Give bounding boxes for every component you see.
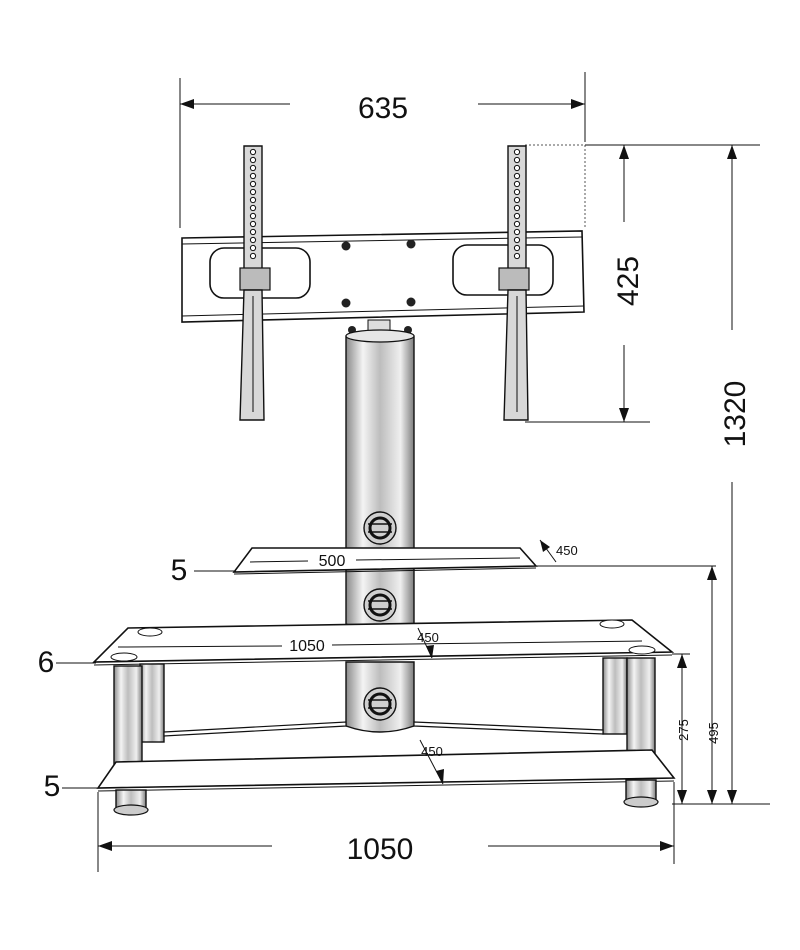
right-bracket-arm xyxy=(498,145,530,421)
total-height-label: 1320 xyxy=(719,381,752,448)
top-shelf-thickness-label: 5 xyxy=(171,554,188,587)
stand-feet xyxy=(113,779,659,816)
top-glass-shelf: 500 450 xyxy=(232,539,578,575)
top-shelf-thickness: 5 xyxy=(171,554,716,587)
bottom-shelf-depth-label: 450 xyxy=(421,744,443,759)
top-shelf-height-label: 495 xyxy=(706,722,721,744)
shelf-height-dimensions: 275 495 xyxy=(676,566,721,804)
left-bracket-arm xyxy=(239,145,271,421)
middle-glass-shelf: 1050 450 xyxy=(92,619,675,666)
central-column xyxy=(345,319,415,733)
bottom-shelf-thickness-label: 5 xyxy=(44,770,61,803)
bottom-glass-shelf: 450 xyxy=(96,739,676,792)
total-height-dimension: 1320 xyxy=(650,144,770,805)
base-width-label: 1050 xyxy=(347,833,414,866)
bracket-width-dimension: 635 xyxy=(179,72,586,228)
bracket-height-dimension: 425 xyxy=(525,144,650,423)
middle-shelf-depth-label: 450 xyxy=(417,630,439,645)
middle-shelf-width-label: 1050 xyxy=(289,638,325,655)
top-shelf-width-label: 500 xyxy=(319,553,346,570)
base-width-dimension: 1050 xyxy=(97,782,675,872)
bottom-shelf-thickness: 5 xyxy=(44,770,100,803)
middle-shelf-thickness-label: 6 xyxy=(38,646,55,679)
middle-shelf-thickness: 6 xyxy=(38,646,690,679)
middle-shelf-height-label: 275 xyxy=(676,719,691,741)
bracket-height-label: 425 xyxy=(612,256,645,306)
bracket-width-label: 635 xyxy=(358,92,408,125)
top-shelf-depth-label: 450 xyxy=(556,543,578,558)
